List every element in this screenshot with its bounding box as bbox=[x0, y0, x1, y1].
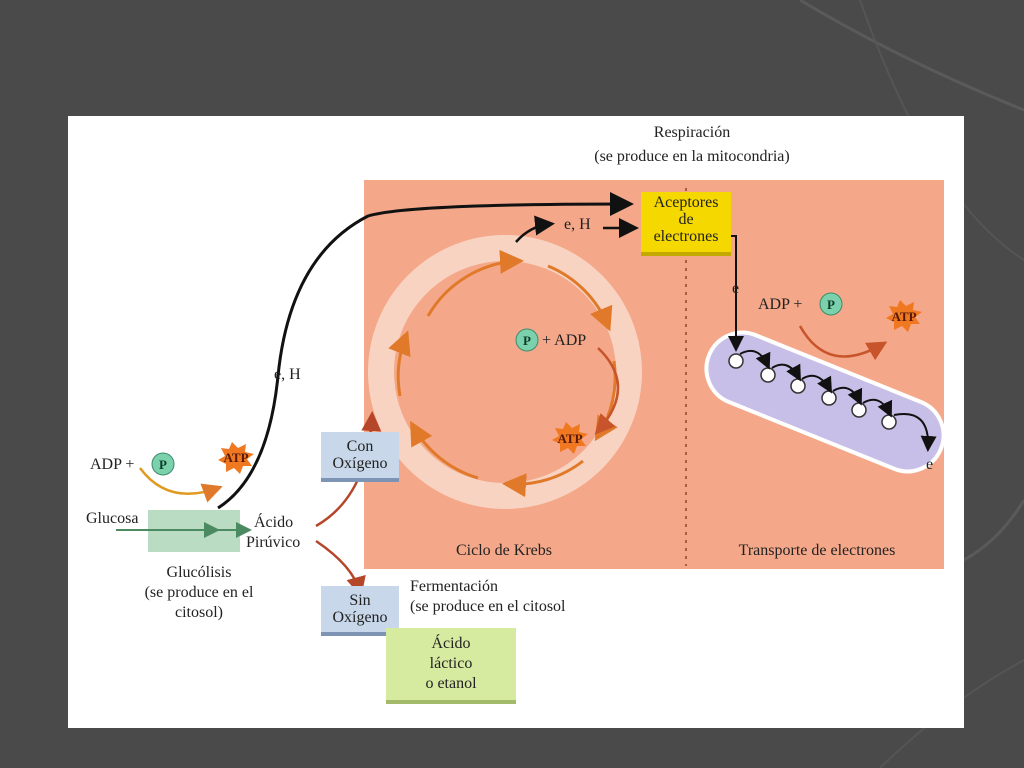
carrier-circle bbox=[760, 367, 776, 383]
electron-label: e, H bbox=[274, 366, 301, 383]
glucose-label: Glucosa bbox=[86, 510, 139, 527]
electron-hop-arrow bbox=[893, 413, 937, 452]
electron-hop-arrow bbox=[801, 374, 832, 394]
transport-atp-label: ATP bbox=[891, 309, 917, 324]
electron-hop-arrow bbox=[832, 386, 863, 406]
with-oxygen-label: Con Oxígeno bbox=[321, 438, 399, 472]
without-oxygen-box-shadow bbox=[321, 632, 399, 636]
background-arc bbox=[963, 499, 1024, 562]
atp-burst-glycolysis bbox=[218, 442, 254, 474]
transport-adp-label: ADP + bbox=[758, 296, 803, 313]
electron-carriers bbox=[728, 353, 897, 430]
krebs-arrow bbox=[410, 420, 479, 480]
krebs-phosphate-label: P bbox=[523, 333, 531, 348]
electron-hop-arrow bbox=[739, 350, 771, 370]
krebs-arrow bbox=[388, 330, 411, 397]
pyruvic-line1: Ácido bbox=[254, 514, 294, 531]
acceptors-box-shadow bbox=[641, 252, 731, 256]
fermentation-product-box-shadow bbox=[386, 700, 516, 704]
krebs-arrow bbox=[502, 459, 584, 498]
glycolysis-phosphate-label: P bbox=[159, 457, 167, 472]
electron-hops bbox=[739, 350, 937, 452]
transport-electron-top: e bbox=[732, 280, 740, 297]
glycolysis-atp-arrow bbox=[138, 467, 223, 503]
fermentation-product-label: Ácido láctico o etanol bbox=[386, 634, 516, 694]
krebs-atp-arrow bbox=[594, 347, 620, 435]
transport-atp-arrow bbox=[798, 325, 888, 361]
respiration-subtitle: (se produce en la mitocondria) bbox=[594, 148, 790, 165]
glycolysis-atp-label: ATP bbox=[223, 450, 249, 465]
glycolysis-adp-label: ADP + bbox=[90, 456, 135, 473]
carrier-circle bbox=[728, 353, 744, 369]
glycolysis-title: Glucólisis bbox=[166, 564, 232, 581]
without-oxygen-box bbox=[321, 586, 399, 634]
with-oxygen-box-shadow bbox=[321, 478, 399, 482]
krebs-arrow bbox=[547, 264, 613, 332]
phosphate-circle bbox=[819, 292, 843, 316]
without-oxygen-line2: Oxígeno bbox=[332, 609, 388, 626]
phosphate-circle bbox=[151, 452, 175, 476]
respiration-title: Respiración bbox=[653, 124, 731, 141]
acceptors-line2: de bbox=[678, 211, 694, 228]
transport-electron-bottom: e bbox=[926, 456, 934, 473]
without-oxygen-label: Sin Oxígeno bbox=[321, 592, 399, 626]
glycolysis-subtitle-2: citosol) bbox=[175, 604, 223, 621]
electron-flow-arrow bbox=[217, 192, 634, 510]
background-arc bbox=[799, 0, 1024, 112]
krebs-atp-label: ATP bbox=[557, 431, 583, 446]
carrier-circle bbox=[851, 402, 867, 418]
fermentation-subtitle: (se produce en el citosol bbox=[410, 598, 566, 615]
electron-hop-arrow bbox=[862, 398, 893, 418]
atp-burst-krebs bbox=[552, 422, 588, 454]
carrier-circle bbox=[790, 378, 806, 394]
fermentation-product-line2: láctico bbox=[429, 655, 473, 672]
without-oxygen-line1: Sin bbox=[349, 592, 371, 609]
acceptors-box bbox=[641, 192, 731, 254]
krebs-title: Ciclo de Krebs bbox=[456, 542, 552, 559]
without-oxygen-arrow bbox=[315, 539, 366, 597]
carrier-circle bbox=[821, 390, 837, 406]
krebs-electron-arrow bbox=[515, 215, 555, 243]
acceptors-label: Aceptores de electrones bbox=[641, 194, 731, 245]
electron-hop-arrow bbox=[771, 363, 801, 382]
atp-burst-transport bbox=[886, 300, 922, 332]
with-oxygen-line1: Con bbox=[346, 438, 374, 455]
respiration-diagram bbox=[116, 180, 946, 704]
acceptors-line3: electrones bbox=[653, 228, 719, 245]
phosphate-circle bbox=[515, 328, 539, 352]
glycolysis-subtitle-1: (se produce en el bbox=[144, 584, 254, 601]
krebs-electron-label: e, H bbox=[564, 216, 591, 233]
fermentation-title: Fermentación bbox=[410, 578, 498, 595]
acceptors-line1: Aceptores bbox=[653, 194, 719, 211]
fermentation-product-box bbox=[386, 628, 516, 702]
slide: Respiración (se produce en la mitocondri… bbox=[68, 116, 964, 728]
with-oxygen-box bbox=[321, 432, 399, 480]
pyruvic-line2: Pirúvico bbox=[246, 534, 301, 551]
carrier-circle bbox=[881, 414, 897, 430]
krebs-arrow bbox=[426, 249, 524, 317]
transport-title: Transporte de electrones bbox=[738, 542, 896, 559]
transport-phosphate-label: P bbox=[827, 297, 835, 312]
fermentation-product-line1: Ácido bbox=[431, 635, 471, 652]
fermentation-product-line3: o etanol bbox=[425, 675, 477, 692]
with-oxygen-line2: Oxígeno bbox=[332, 455, 388, 472]
krebs-adp-label: + ADP bbox=[542, 332, 587, 349]
